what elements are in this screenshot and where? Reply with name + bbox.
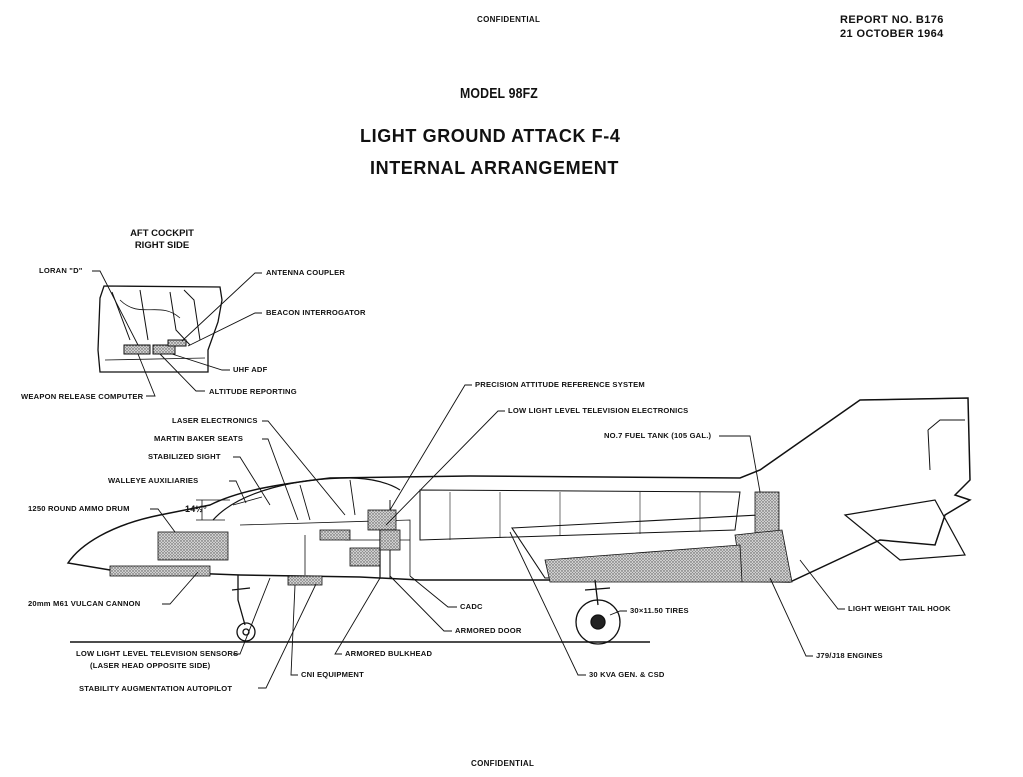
inset-title-line-1: AFT COCKPIT — [130, 228, 194, 239]
equipment-blocks — [109, 491, 793, 586]
label-cni-equipment: CNI EQUIPMENT — [301, 670, 364, 679]
label-weapon-release-computer: WEAPON RELEASE COMPUTER — [21, 392, 144, 401]
label-cadc: CADC — [460, 602, 483, 611]
label-kva-generator: 30 KVA GEN. & CSD — [589, 670, 665, 679]
label-armored-bulkhead: ARMORED BULKHEAD — [345, 649, 433, 658]
label-angle: 14½° — [185, 504, 207, 514]
label-lltv-sensors-note: (LASER HEAD OPPOSITE SIDE) — [90, 661, 211, 670]
label-uhf-adf: UHF ADF — [233, 365, 268, 374]
callout-leaders — [150, 384, 845, 689]
label-engines: J79/J18 ENGINES — [816, 651, 883, 660]
label-lltv-sensors: LOW LIGHT LEVEL TELEVISION SENSORS — [76, 649, 239, 658]
label-altitude-reporting: ALTITUDE REPORTING — [209, 387, 297, 396]
label-beacon-interrogator: BEACON INTERROGATOR — [266, 308, 366, 317]
cni-block — [287, 575, 323, 586]
title-line-1: LIGHT GROUND ATTACK F-4 — [360, 126, 621, 146]
ammo-drum-block — [157, 531, 229, 561]
landing-gear — [231, 575, 621, 645]
inset-leaders — [92, 270, 262, 397]
label-precision-attitude: PRECISION ATTITUDE REFERENCE SYSTEM — [475, 380, 645, 389]
aft-fuselage-block — [734, 529, 793, 583]
label-antenna-coupler: ANTENNA COUPLER — [266, 268, 346, 277]
classification-top: CONFIDENTIAL — [477, 15, 541, 24]
fuel-tank-block — [754, 491, 780, 535]
classification-bottom: CONFIDENTIAL — [471, 759, 535, 768]
cannon-block — [109, 565, 211, 577]
label-stabilized-sight: STABILIZED SIGHT — [148, 452, 221, 461]
title-line-2: INTERNAL ARRANGEMENT — [370, 158, 619, 178]
report-date: 21 OCTOBER 1964 — [840, 28, 944, 40]
label-stability-augmentation: STABILITY AUGMENTATION AUTOPILOT — [79, 684, 233, 693]
inset-title-line-2: RIGHT SIDE — [134, 240, 190, 251]
label-armored-door: ARMORED DOOR — [455, 626, 522, 635]
model-designation: MODEL 98FZ — [460, 85, 538, 102]
report-number: REPORT NO. B176 — [840, 14, 944, 26]
aircraft-outline — [66, 397, 972, 643]
label-tires: 30×11.50 TIRES — [630, 606, 689, 615]
label-loran: LORAN "D" — [39, 266, 83, 275]
label-tail-hook: LIGHT WEIGHT TAIL HOOK — [848, 604, 951, 613]
label-vulcan-cannon: 20mm M61 VULCAN CANNON — [28, 599, 141, 608]
label-ammo-drum: 1250 ROUND AMMO DRUM — [28, 504, 130, 513]
inset-title: AFT COCKPIT RIGHT SIDE — [122, 228, 202, 252]
label-lltv-electronics: LOW LIGHT LEVEL TELEVISION ELECTRONICS — [508, 406, 689, 415]
label-laser-electronics: LASER ELECTRONICS — [172, 416, 258, 425]
label-walleye: WALLEYE AUXILIARIES — [108, 476, 199, 485]
inset-cockpit-sketch — [97, 285, 223, 373]
label-martin-baker-seats: MARTIN BAKER SEATS — [154, 434, 244, 443]
label-fuel-tank: NO.7 FUEL TANK (105 GAL.) — [604, 431, 712, 440]
